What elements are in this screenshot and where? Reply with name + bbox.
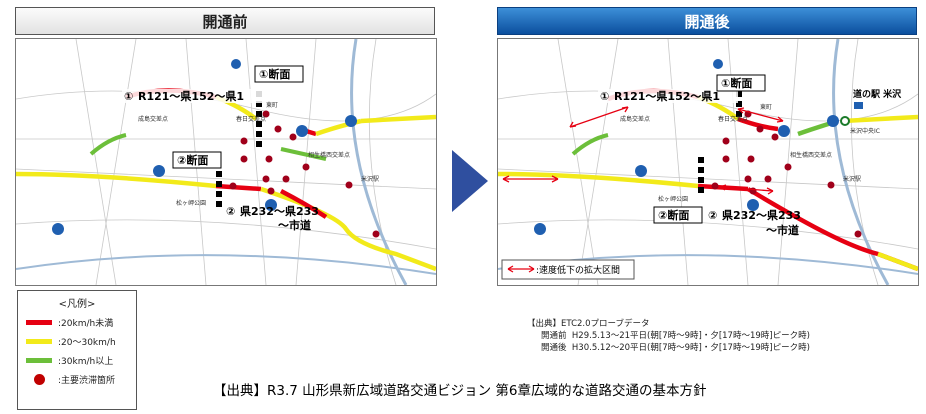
after-route1-label: R121～県152～県1 — [614, 90, 720, 103]
before-route1-label: R121～県152～県1 — [138, 90, 244, 103]
before-route2-label: 県232～県233 — [240, 205, 319, 218]
after-place-5: 松ヶ岬公園 — [658, 195, 688, 203]
before-place-1: 春日交差点 — [236, 115, 266, 123]
footer-citation: 【出典】R3.7 山形県新広域道路交通ビジョン 第6章広域的な道路交通の基本方針 — [213, 383, 707, 399]
after-place-0: 成島交差点 — [620, 115, 650, 123]
before-place-3: 相生橋西交差点 — [308, 151, 350, 159]
source-line-1: 【出典】ETC2.0プローブデータ — [527, 319, 650, 329]
after-route2-num: ② — [708, 209, 717, 222]
before-map-canvas: ① R121～県152～県1 ①断面 ②断面 ② 県232～県233 ～市道 成… — [16, 39, 436, 285]
legend-item-red: :20km/h未満 — [18, 313, 136, 332]
after-route1-num: ① — [600, 90, 609, 103]
before-section2-label: ②断面 — [177, 153, 208, 167]
before-place-0: 成島交差点 — [138, 115, 168, 123]
after-route2-label: 県232～県233 — [722, 209, 801, 222]
green-line-swatch — [26, 358, 52, 363]
before-route2-sub: ～市道 — [278, 218, 311, 232]
after-ic-label: 米沢中央IC — [850, 127, 880, 135]
after-section1-label: ①断面 — [721, 76, 752, 90]
after-place-2: 東町 — [760, 103, 772, 111]
before-header: 開通前 — [15, 7, 435, 35]
after-map: ① R121～県152～県1 ①断面 ②断面 ② 県232～県233 ～市道 道… — [497, 38, 919, 286]
after-station-label: 道の駅 米沢 — [853, 88, 902, 100]
before-place-2: 東町 — [266, 101, 278, 109]
after-header: 開通後 — [497, 7, 917, 35]
legend-label-2: :30km/h以上 — [58, 357, 114, 367]
before-section1-label: ①断面 — [259, 67, 290, 81]
legend-item-dot: :主要渋滞箇所 — [18, 370, 136, 389]
congestion-dot-icon — [34, 374, 45, 385]
legend-item-yellow: :20～30km/h — [18, 332, 136, 351]
red-line-swatch — [26, 320, 52, 325]
legend-item-green: :30km/h以上 — [18, 351, 136, 370]
source-line-2: 開通前 H29.5.13～21平日(朝[7時～9時]・夕[17時～19時]ピーク… — [541, 331, 810, 341]
legend: <凡例> :20km/h未満 :20～30km/h :30km/h以上 :主要渋… — [17, 290, 137, 410]
before-place-4: 米沢駅 — [361, 175, 379, 183]
after-place-1: 春日交差点 — [718, 115, 748, 123]
source-note: 【出典】ETC2.0プローブデータ 開通前 H29.5.13～21平日(朝[7時… — [527, 318, 810, 354]
after-section2-label: ②断面 — [658, 208, 689, 222]
legend-label-0: :20km/h未満 — [58, 319, 114, 329]
legend-title: <凡例> — [58, 299, 96, 310]
before-place-5: 松ヶ岬公園 — [176, 199, 206, 207]
after-place-3: 相生橋西交差点 — [790, 151, 832, 159]
legend-label-1: :20～30km/h — [58, 338, 116, 348]
source-line-3: 開通後 H30.5.12～20平日(朝[7時～9時]・夕[17時～19時]ピーク… — [541, 343, 810, 353]
double-arrow-icon — [507, 265, 535, 273]
transition-arrow-icon — [452, 150, 488, 212]
after-route2-sub: ～市道 — [766, 223, 799, 237]
before-route1-num: ① — [124, 90, 133, 103]
before-map: ① R121～県152～県1 ①断面 ②断面 ② 県232～県233 ～市道 成… — [15, 38, 437, 286]
after-place-4: 米沢駅 — [843, 175, 861, 183]
after-map-canvas: ① R121～県152～県1 ①断面 ②断面 ② 県232～県233 ～市道 道… — [498, 39, 918, 285]
legend-label-3: :主要渋滞箇所 — [58, 376, 116, 386]
yellow-line-swatch — [26, 339, 52, 344]
before-route2-num: ② — [226, 205, 235, 218]
after-arrow-legend: :速度低下の拡大区間 — [536, 264, 620, 276]
